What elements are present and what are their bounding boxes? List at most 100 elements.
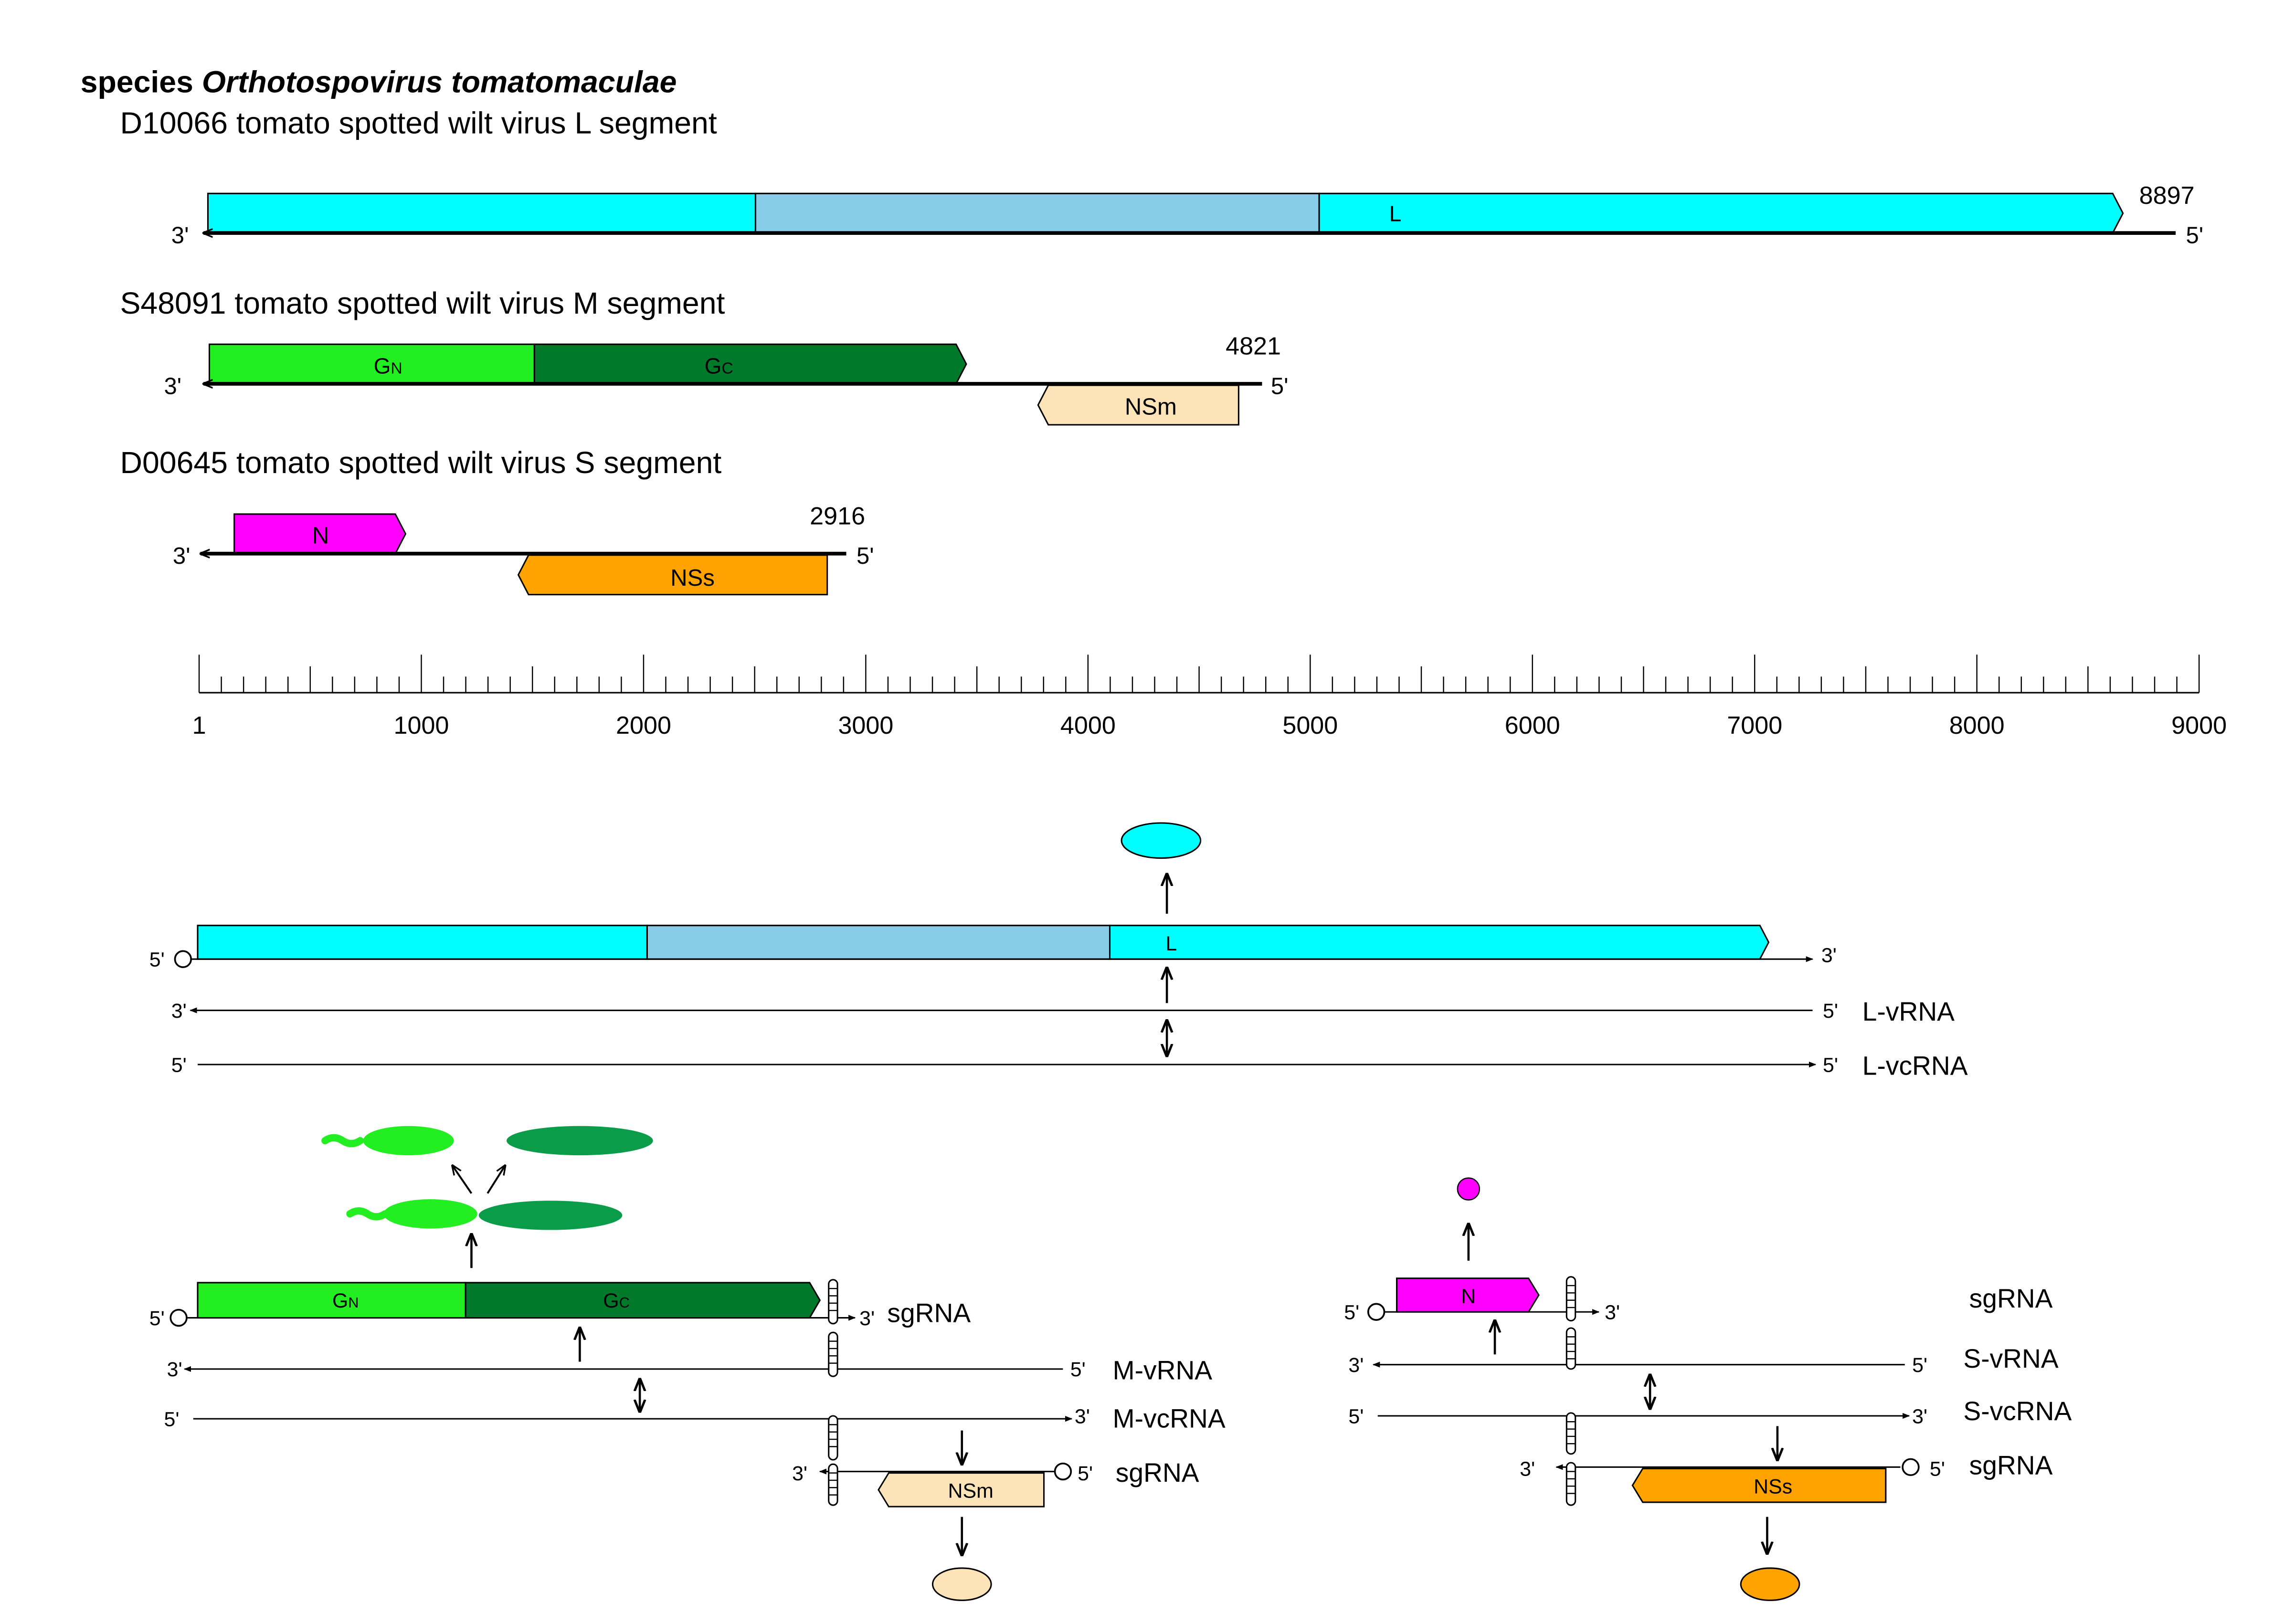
s-sgrna-three: 3': [1605, 1301, 1620, 1324]
s-expression-scheme: N 5' 3' sgRNA 3' 5' S-vRNA 5' 3' S-vcRNA…: [1344, 1177, 2072, 1601]
l-mrna-three: 3': [1821, 944, 1837, 967]
m-five-prime: 5': [1271, 373, 1289, 399]
m-expression-scheme: GN GC 5' 3' sgRNA 3' 5' M-vRNA 5' 3' M-v…: [149, 1126, 1226, 1601]
scale-tick-label: 9000: [2171, 712, 2227, 739]
s-sgrna-n-label: N: [1461, 1285, 1476, 1308]
m-gc-label: GC: [705, 354, 733, 379]
s-vrna-three: 3': [1348, 1354, 1364, 1377]
s-length-label: 2916: [810, 502, 865, 530]
m-segment-map: GN GC NSm 4821 3' 5': [164, 333, 1289, 426]
species-name: Orthotospovirus tomatomaculae: [202, 65, 677, 99]
s-segment-map: N NSs 2916 3' 5': [173, 502, 874, 596]
s-vcrna-three: 3': [1912, 1405, 1927, 1428]
l-mrna-cap: [174, 950, 192, 968]
cleavage-arrow-left: [453, 1166, 473, 1194]
species-title: species Orthotospovirus tomatomaculae: [81, 65, 677, 99]
l-segment-title: D10066 tomato spotted wilt virus L segme…: [120, 106, 717, 140]
scale-tick-label: 5000: [1282, 712, 1338, 739]
m-gc-orf: [533, 343, 967, 385]
s-nss-sgrna-cap: [1902, 1458, 1920, 1476]
l-protein-label: L: [1389, 201, 1402, 226]
l-vcrna-five: 5': [171, 1054, 187, 1076]
m-nsm-sgrna-orf: [878, 1472, 1045, 1508]
l-orf-right: [1318, 192, 2124, 234]
s-vcrna-label: S-vcRNA: [1963, 1396, 2072, 1426]
s-nss-orf: [517, 554, 828, 596]
gn-protein-top: [363, 1126, 454, 1156]
scale-tick-label: 3000: [838, 712, 893, 739]
s-sgrna-n-orf: [1396, 1277, 1540, 1313]
s-vrna-label: S-vRNA: [1963, 1344, 2058, 1373]
s-five-prime: 5': [856, 543, 874, 569]
s-vrna-five: 5': [1912, 1354, 1927, 1377]
s-n-orf: [233, 513, 407, 555]
s-sgrna-cap: [1367, 1303, 1385, 1321]
scale-tick-label: 4000: [1060, 712, 1116, 739]
m-gn-label: GN: [374, 354, 402, 379]
m-sgrna-gc-label: GC: [603, 1289, 630, 1312]
l-mrna-orf-right: [1109, 925, 1770, 960]
m-vrna-five: 5': [1070, 1358, 1086, 1381]
l-mrna-protein-label: L: [1165, 932, 1177, 955]
l-mrna-five: 5': [149, 949, 165, 971]
m-sgrna-five: 5': [149, 1307, 165, 1330]
s-segment-title: D00645 tomato spotted wilt virus S segme…: [120, 445, 721, 480]
gc-protein-top: [507, 1126, 653, 1156]
n-protein: [1457, 1177, 1480, 1201]
cleavage-arrow-right: [486, 1166, 505, 1194]
m-three-prime: 3': [164, 373, 181, 399]
s-nss-sgrna-five: 5': [1930, 1458, 1945, 1481]
m-vrna-three: 3': [167, 1358, 182, 1381]
s-sgrna-five: 5': [1344, 1301, 1359, 1324]
m-sgrna-three: 3': [859, 1307, 875, 1330]
l-vrna-label: L-vRNA: [1862, 997, 1955, 1026]
scale-tick-label: 8000: [1949, 712, 2005, 739]
m-nsm-sgrna-three: 3': [792, 1462, 807, 1485]
m-sgrna-label: sgRNA: [887, 1298, 971, 1328]
s-vcrna-five: 5': [1348, 1405, 1364, 1428]
l-vcrna-five-right: 5': [1823, 1054, 1838, 1076]
s-hairpin-markers: [1565, 1276, 1576, 1506]
scale-tick-label: 1000: [394, 712, 449, 739]
m-nsm-orf: [1037, 384, 1239, 426]
s-nss-label: NSs: [670, 565, 715, 591]
scale-tick-label: 1: [192, 712, 206, 739]
l-vrna-three: 3': [171, 1000, 187, 1023]
m-nsm-sgrna-five: 5': [1078, 1462, 1093, 1485]
l-orf-middle: [754, 192, 1320, 234]
gn-signal-tail: [346, 1207, 389, 1221]
s-nss-sgrna-label: sgRNA: [1969, 1451, 2053, 1480]
scale-tick-label: 2000: [616, 712, 671, 739]
m-nsm-sgrna-cap: [1054, 1462, 1072, 1481]
s-n-label: N: [312, 523, 329, 548]
l-mrna-orf-left: [197, 925, 648, 960]
m-sgrna-gn-label: GN: [332, 1289, 359, 1312]
l-three-prime: 3': [171, 223, 189, 249]
l-protein-ellipse: [1121, 822, 1202, 859]
s-nss-sgrna-orf: [1631, 1467, 1887, 1503]
m-segment-title: S48091 tomato spotted wilt virus M segme…: [120, 286, 725, 320]
m-length-label: 4821: [1226, 333, 1281, 360]
m-sgrna-gc-orf: [465, 1282, 821, 1319]
m-nsm-sgrna-label: sgRNA: [1116, 1458, 1199, 1487]
nss-protein: [1740, 1567, 1800, 1601]
m-vrna-label: M-vRNA: [1113, 1355, 1213, 1385]
s-nss-sgrna-orf-label: NSs: [1754, 1476, 1792, 1498]
m-sgrna-gn-orf: [197, 1282, 466, 1319]
l-vcrna-label: L-vcRNA: [1862, 1051, 1968, 1080]
m-hairpin-markers: [828, 1279, 838, 1506]
species-prefix: species: [81, 65, 202, 99]
l-mrna-orf-middle: [646, 925, 1111, 960]
l-five-prime: 5': [2186, 223, 2204, 249]
s-nss-sgrna-three: 3': [1520, 1458, 1535, 1481]
l-orf-left: [207, 192, 756, 234]
m-gn-orf: [209, 343, 535, 385]
s-three-prime: 3': [173, 543, 190, 569]
m-vcrna-three: 3': [1075, 1405, 1090, 1428]
gc-precursor: [478, 1201, 623, 1230]
l-segment-map: L 8897 3' 5': [171, 182, 2203, 249]
scale-ticks: [198, 654, 2200, 693]
